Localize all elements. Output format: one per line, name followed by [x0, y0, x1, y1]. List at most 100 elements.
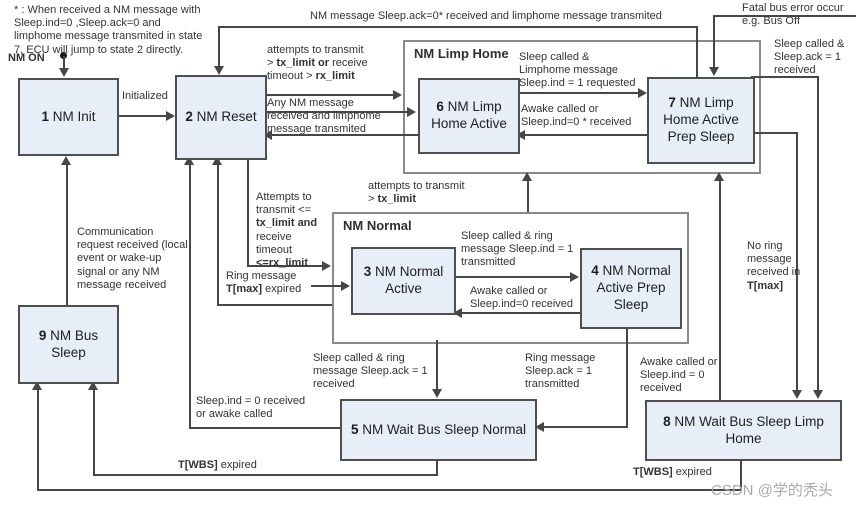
- start-dot: [60, 52, 67, 59]
- line: [436, 457, 438, 476]
- arrowhead: [88, 381, 98, 390]
- state-name: NM Reset: [196, 109, 257, 125]
- line: [66, 163, 68, 305]
- label-reset-to-normal: Attempts to transmit <= tx_limit and rec…: [256, 191, 318, 269]
- footnote-annotation: * : When received a NM message with Slee…: [14, 4, 203, 56]
- arrowhead: [570, 272, 579, 282]
- label-s4-to-s3: Awake called or Sleep.ind=0 received: [470, 285, 574, 311]
- label-normal-to-limphome: attempts to transmit > tx_limit: [368, 180, 465, 206]
- line: [217, 162, 219, 306]
- state-8-nm-wait-bus-sleep-limp-home: 8 NM Wait Bus Sleep Limp Home: [645, 400, 842, 461]
- state-4-nm-normal-active-prep-sleep: 4 NM Normal Active Prep Sleep: [580, 248, 682, 329]
- line: [751, 76, 819, 78]
- state-name: NM Limp Home Active Prep Sleep: [663, 95, 739, 144]
- label-s8-to-limphome: Awake called or Sleep.ind = 0 received: [640, 356, 718, 395]
- arrowhead: [522, 172, 532, 181]
- state-name: NM Limp Home Active: [431, 99, 507, 131]
- arrowhead: [32, 381, 42, 390]
- arrowhead: [453, 308, 462, 318]
- arrowhead: [341, 281, 350, 291]
- state-name: NM Normal Active: [375, 264, 444, 296]
- label-s3-to-s4: Sleep called & ring message Sleep.ind = …: [461, 230, 574, 269]
- state-number: 3: [363, 264, 372, 280]
- line: [93, 388, 95, 475]
- line: [544, 426, 628, 428]
- label-s7-to-s8-no-ring: No ring message received in T[max]: [747, 240, 801, 292]
- container-normal-title: NM Normal: [343, 218, 412, 233]
- state-number: 5: [350, 421, 359, 437]
- state-name: NM Wait Bus Sleep Limp Home: [674, 413, 824, 446]
- state-5-nm-wait-bus-sleep-normal: 5 NM Wait Bus Sleep Normal: [340, 399, 537, 461]
- state-number: 4: [591, 263, 599, 279]
- line: [311, 285, 342, 287]
- arrowhead: [516, 130, 525, 140]
- arrowhead: [638, 88, 647, 98]
- arrowhead: [393, 90, 402, 100]
- line: [516, 92, 639, 94]
- line: [247, 265, 323, 267]
- label-reset-to-limphome: attempts to transmit > tx_limit or recei…: [267, 44, 368, 83]
- state-9-nm-bus-sleep: 9 NM Bus Sleep: [18, 305, 119, 384]
- line: [263, 94, 394, 96]
- state-3-nm-normal-active: 3 NM Normal Active: [351, 247, 456, 315]
- arrowhead: [184, 156, 194, 165]
- label-s7-to-s6: Awake called or Sleep.ind=0 * received: [521, 103, 632, 129]
- label-s8-to-s9-twbs: T[WBS] expired: [633, 466, 712, 478]
- label-normal-to-s5: Sleep called & ring message Sleep.ack = …: [313, 352, 428, 391]
- line: [436, 340, 438, 390]
- arrowhead: [407, 107, 416, 117]
- line: [462, 312, 580, 314]
- line: [93, 474, 437, 476]
- state-name: NM Normal Active Prep Sleep: [596, 263, 671, 312]
- arrowhead: [166, 111, 175, 121]
- label-limp-to-reset: NM message Sleep.ack=0* received and lim…: [310, 10, 662, 22]
- line: [37, 388, 39, 490]
- state-number: 8: [663, 413, 671, 429]
- state-number: 6: [436, 99, 444, 115]
- arrowhead: [263, 130, 272, 140]
- line: [63, 56, 65, 70]
- line: [719, 180, 721, 400]
- arrowhead: [432, 389, 442, 398]
- line: [740, 457, 742, 491]
- label-limphome-to-reset: Any NM message received and limphome mes…: [267, 97, 381, 136]
- line: [525, 134, 647, 136]
- arrowhead: [214, 66, 224, 75]
- state-number: 7: [668, 95, 676, 111]
- line: [713, 15, 715, 68]
- state-name: NM Init: [52, 108, 96, 124]
- state-number: 1: [41, 108, 49, 124]
- label-nm-on: NM ON: [8, 52, 45, 64]
- line: [696, 27, 698, 77]
- line: [796, 132, 798, 391]
- arrowhead: [714, 172, 724, 181]
- state-number: 9: [38, 327, 47, 343]
- arrowhead: [792, 390, 802, 399]
- line: [189, 427, 340, 429]
- arrowhead: [709, 67, 719, 76]
- line: [37, 489, 741, 491]
- line: [817, 76, 819, 391]
- state-name: NM Bus Sleep: [50, 327, 99, 360]
- label-s4-to-s5: Ring message Sleep.ack = 1 transmitted: [525, 352, 596, 391]
- label-fatal-bus-error: Fatal bus error occur e.g. Bus Off: [742, 2, 844, 28]
- label-s9-to-s1: Communication request received (local ev…: [77, 226, 188, 291]
- line: [218, 27, 220, 67]
- line: [272, 134, 418, 136]
- line: [263, 111, 408, 113]
- line: [189, 162, 191, 428]
- arrowhead: [322, 261, 331, 271]
- line: [527, 180, 529, 212]
- line: [218, 26, 698, 28]
- csdn-watermark: CSDN @学的秃头: [711, 482, 833, 499]
- line: [247, 156, 249, 267]
- container-limp-home-title: NM Limp Home: [414, 46, 509, 61]
- label-s7-to-s8-sleep-ack: Sleep called & Sleep.ack = 1 received: [774, 38, 845, 77]
- state-7-nm-limp-home-active-prep-sleep: 7 NM Limp Home Active Prep Sleep: [647, 77, 755, 164]
- state-2-nm-reset: 2 NM Reset: [175, 75, 267, 160]
- state-number: 2: [185, 109, 193, 125]
- arrowhead: [813, 390, 823, 399]
- state-1-nm-init: 1 NM Init: [18, 78, 119, 156]
- line: [626, 325, 628, 428]
